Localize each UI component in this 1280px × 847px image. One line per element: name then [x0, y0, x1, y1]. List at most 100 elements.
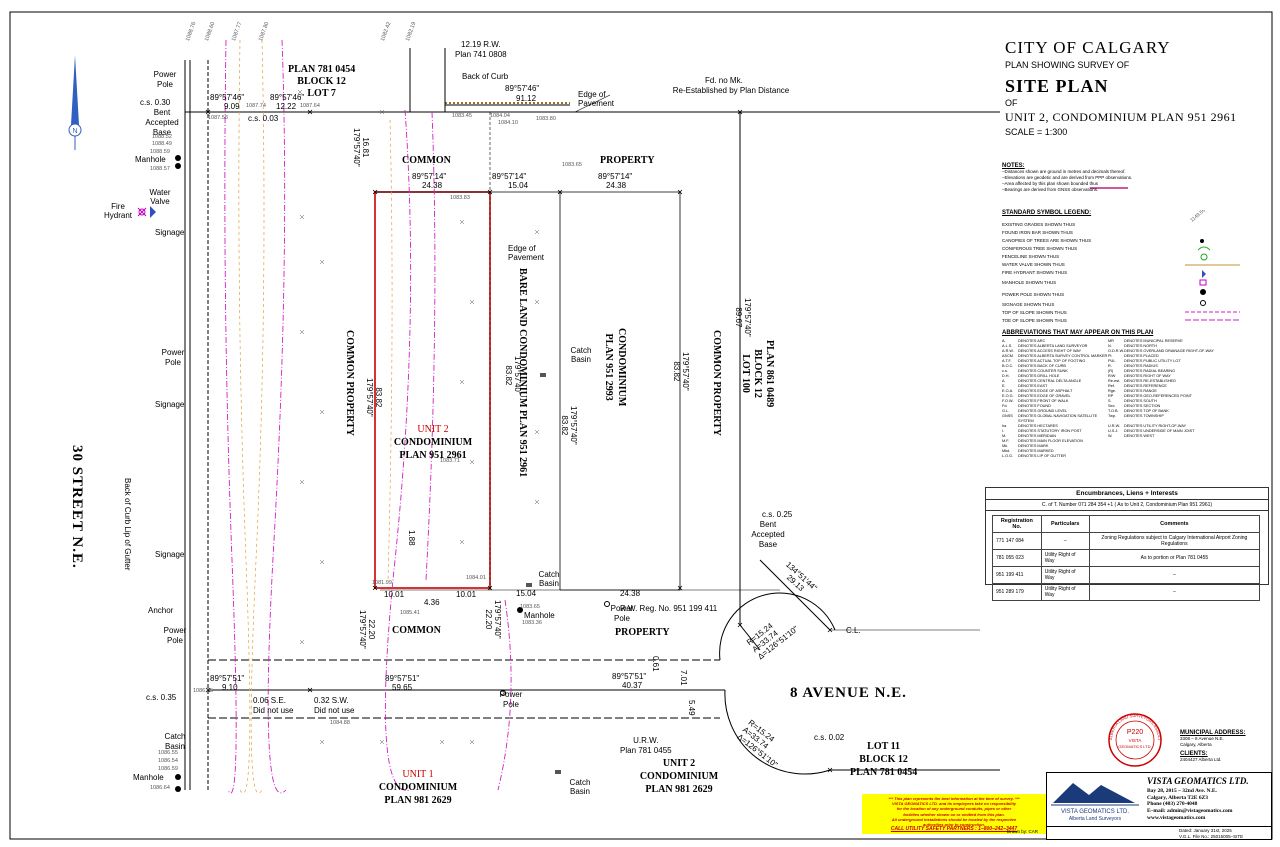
elev-20: 1084.10 [498, 120, 518, 126]
dim-d4: 24.38 [422, 181, 443, 190]
abbr-meaning: DENOTES RADIAL BEARING [1124, 369, 1176, 373]
dim-d13: 24.38 [620, 589, 641, 598]
abbr-meaning: DENOTES MAIN FLOOR ELEVATION [1018, 439, 1083, 443]
legend-item: CONIFEROUS TREE SHOWN THUS [1002, 245, 1078, 251]
abbr-code: I. [1002, 429, 1005, 433]
municipal-line-2: Calgary, Alberta [1180, 742, 1212, 747]
dim-b6: 89°57'51" [210, 674, 245, 683]
fence-line-3 [384, 109, 412, 791]
elev-44: 1083.36 [522, 620, 542, 626]
abbr-meaning: DENOTES REFERENCE [1124, 384, 1167, 388]
dim-d24: 1.88 [407, 530, 416, 546]
corner-markers [205, 109, 833, 773]
common-property-west: COMMON PROPERTY [344, 330, 355, 437]
abbr-meaning: DENOTES TOWNSHIP [1124, 414, 1164, 418]
bent-base-label-2: Bent Accepted Base [751, 520, 785, 549]
signage-label-3: Signage [155, 550, 185, 559]
abbr-code: ha [1002, 424, 1007, 428]
stamp-company-top: VISTA [1129, 738, 1142, 743]
abbr-code: Rge. [1108, 389, 1117, 393]
dim-d5: 15.04 [508, 181, 529, 190]
abbr-code: A. [1002, 339, 1006, 343]
elev-19: 1084.04 [490, 113, 510, 119]
abbr-meaning: DENOTES EDGE OF GRAVEL [1018, 394, 1071, 398]
dim-d14: 9.10 [222, 683, 238, 692]
dim-d11: 10.01 [456, 590, 477, 599]
edge-of-pavement-label: Edge of Pavement [578, 90, 615, 108]
symbol-legend: STANDARD SYMBOL LEGEND: EXISTING GRADES … [1002, 210, 1222, 324]
legend-item: SIGNAGE SHOWN THUS [1002, 301, 1055, 307]
iron-bar-icon [1200, 239, 1204, 243]
catch-basin-label-2: Catch Basin [570, 346, 592, 364]
north-arrow-icon: N [68, 55, 82, 150]
manhole-label: Manhole [135, 155, 166, 164]
abbr-code: M.F. [1002, 439, 1010, 443]
elev-13: 1088.59 [150, 149, 170, 155]
cs-025-label: c.s. 0.25 [762, 510, 793, 519]
abbr-meaning: DENOTES BACK OF CURB [1018, 364, 1066, 368]
edge-of-pavement-label-2: Edge of Pavement [508, 244, 545, 262]
property-label-bottom: PROPERTY [615, 627, 670, 638]
abbr-code: O.D.R.W. [1108, 349, 1125, 353]
abbr-code: Mkd. [1002, 449, 1011, 453]
abbr-code [1108, 454, 1124, 459]
abbr-meaning: DENOTES NORTH [1124, 344, 1157, 348]
note-2: –Elevations are geodetic and are derived… [1002, 175, 1133, 180]
legend-item: FIRE HYDRANT SHOWN THUS [1002, 269, 1068, 275]
municipal-heading: MUNICIPAL ADDRESS: [1180, 730, 1246, 736]
dim-d2: 12.22 [276, 102, 297, 111]
urw-label: U.R.W.Plan 781 0455 [620, 736, 672, 755]
company-title-block: VISTA GEOMATICS LTD. Alberta Land Survey… [1046, 772, 1272, 840]
dated-label: Dated: January 31st, 2025 [1179, 828, 1232, 833]
elev-18: 1083.45 [452, 113, 472, 119]
water-valve-label: Water Valve [149, 188, 171, 206]
power-pole-icon [500, 690, 506, 696]
abbr-meaning: DENOTES OVERLAND DRAINAGE RIGHT-OF-WAY [1124, 349, 1214, 353]
abbr-code: (R) [1108, 369, 1114, 373]
grade-line-2 [250, 39, 265, 794]
fence-line-2 [267, 39, 287, 794]
abbr-meaning: DENOTES SOUTH [1124, 399, 1157, 403]
abbr-code: Re-est. [1108, 379, 1121, 383]
legend-symbols: 1149.55 [1185, 210, 1240, 321]
abbr-code: Pl. [1108, 354, 1113, 358]
abbr-meaning: DENOTES LIP OF GUTTER [1018, 454, 1067, 458]
signage-label-2: Signage [155, 400, 185, 409]
fence-line-5 [497, 599, 512, 791]
elev-12: 1088.49 [152, 141, 172, 147]
elev-48: 1086.54 [158, 758, 178, 764]
note-1: –Distances shown are ground in metres an… [1002, 169, 1126, 174]
abbr-code: W. [1108, 434, 1113, 438]
encumbrances-subheading: C. of T. Number 071 284 354 +1 ( As to U… [986, 500, 1268, 511]
common-label-bottom: COMMON [392, 625, 441, 636]
manhole-label-3: Manhole [524, 611, 555, 620]
abbr-code: B.O.C. [1002, 364, 1014, 368]
dim-b2a: 89°57'46" [270, 93, 305, 102]
coniferous-tree-icon [1200, 253, 1208, 261]
catch-basin-label: Catch Basin [164, 732, 186, 751]
manhole-icon [175, 155, 181, 161]
stamp-company-bottom: GEOMATICS LTD. [1118, 744, 1151, 749]
power-pole-label-2: Power Pole [161, 348, 185, 367]
logo-main: VISTA GEOMATICS LTD. [1061, 809, 1129, 815]
elev-51: 1086.64 [150, 785, 170, 791]
legend-heading: STANDARD SYMBOL LEGEND: [1002, 210, 1092, 216]
abbr-code: A.L.S. [1002, 344, 1013, 348]
note-3: –Area affected by this plan shown bounde… [1002, 181, 1098, 186]
plan-subtitle: PLAN SHOWING SURVEY OF [1005, 60, 1130, 70]
dim-condo-west: 179°57'40"83.82 [560, 406, 578, 445]
dim-b2: 89°57'46" [505, 84, 540, 93]
col-comments: Comments [1088, 515, 1261, 533]
east-corner-line [739, 624, 761, 651]
stamp-permit: P220 [1127, 729, 1143, 736]
dim-d23: 5.49 [687, 700, 696, 716]
power-pole-icon [1200, 300, 1206, 306]
back-of-curb-label: Back of Curb [462, 72, 509, 81]
dim-d10: 4.36 [424, 598, 440, 607]
